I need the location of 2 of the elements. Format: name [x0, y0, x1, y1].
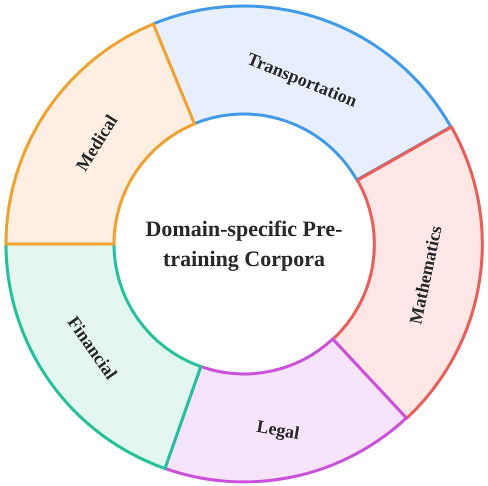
segment-label: Legal	[255, 416, 301, 444]
center-title: Domain-specific Pre-training Corpora	[144, 215, 344, 273]
